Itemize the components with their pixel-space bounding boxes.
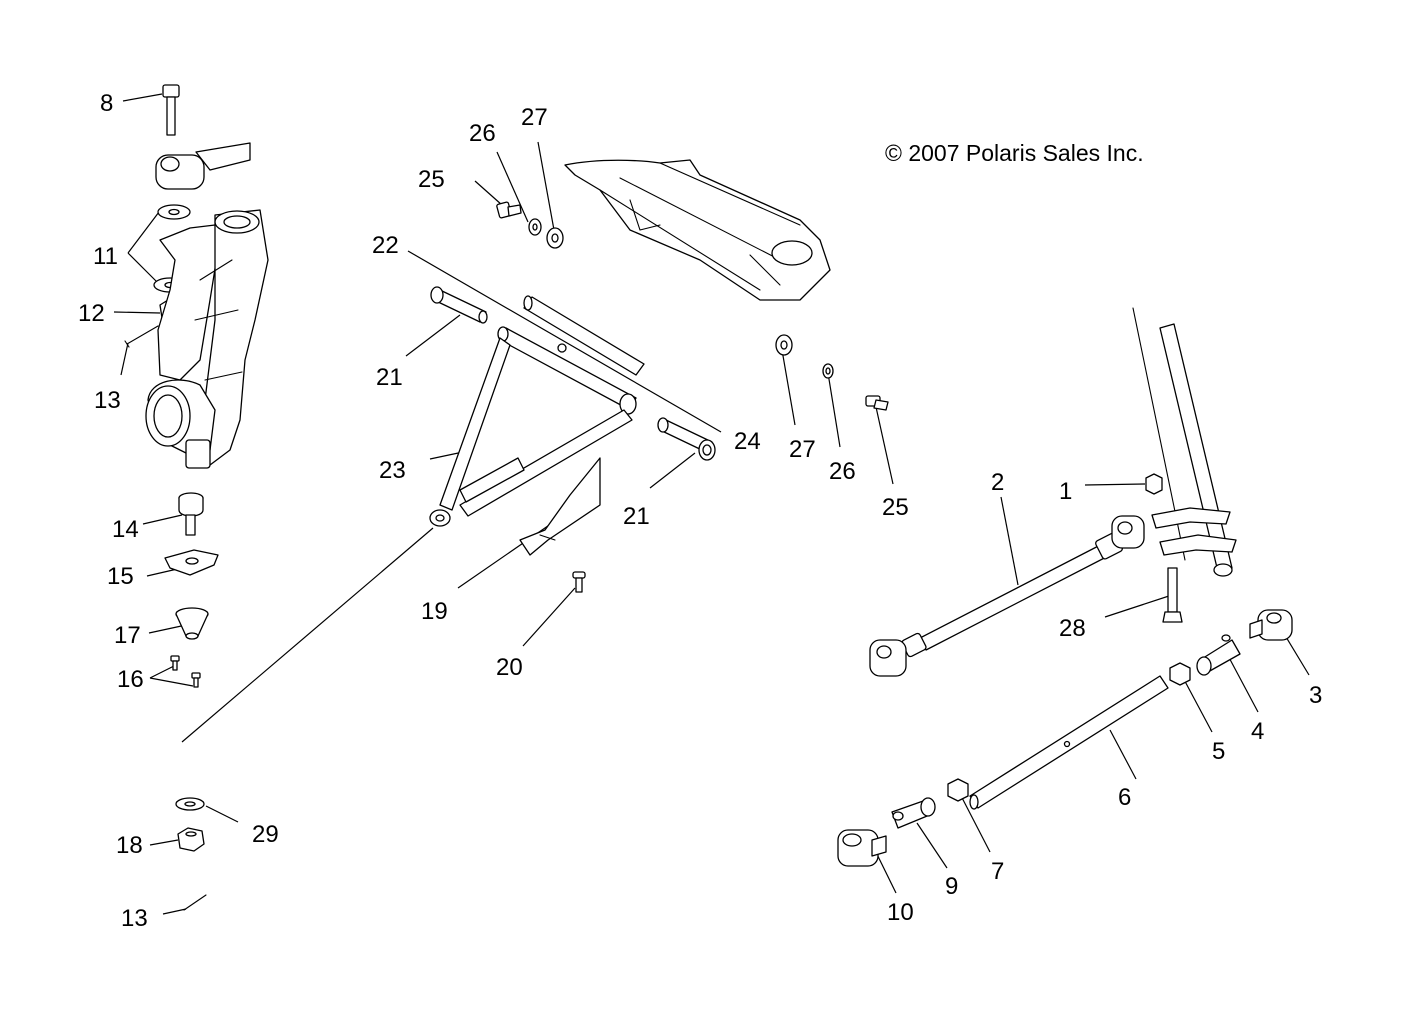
bolt-part-25-lower bbox=[865, 395, 889, 411]
flange-plate-part-15 bbox=[164, 549, 219, 576]
callout-16: 16 bbox=[117, 666, 144, 693]
callout-17: 17 bbox=[114, 622, 141, 649]
callout-26-lower: 26 bbox=[829, 458, 856, 485]
rod-end-upper-left bbox=[155, 142, 251, 190]
frame-section bbox=[564, 159, 831, 301]
rod-end-part-3 bbox=[1249, 609, 1293, 641]
steering-post bbox=[1132, 307, 1237, 577]
callout-6: 6 bbox=[1118, 784, 1131, 811]
callout-29: 29 bbox=[252, 821, 279, 848]
adapter-part-9 bbox=[891, 797, 936, 829]
a-arm-part-23 bbox=[429, 326, 637, 527]
nut-part-5 bbox=[1169, 662, 1191, 686]
nut-part-18 bbox=[177, 827, 205, 852]
bolt-part-28 bbox=[1162, 567, 1183, 623]
callout-13-lower: 13 bbox=[121, 905, 148, 932]
callout-18: 18 bbox=[116, 832, 143, 859]
callout-26-upper: 26 bbox=[469, 120, 496, 147]
washer-part-29 bbox=[175, 797, 205, 811]
callout-24: 24 bbox=[734, 428, 761, 455]
callout-27-upper: 27 bbox=[521, 104, 548, 131]
nut-part-1 bbox=[1145, 473, 1163, 495]
callout-25-lower: 25 bbox=[882, 494, 909, 521]
callout-3: 3 bbox=[1309, 682, 1322, 709]
callout-15: 15 bbox=[107, 563, 134, 590]
steering-knuckle bbox=[145, 209, 269, 469]
ball-joint-part-14 bbox=[178, 492, 204, 536]
bolt-part-25-upper bbox=[496, 201, 522, 219]
callout-8: 8 bbox=[100, 90, 113, 117]
cotter-pin-part-13-lower bbox=[183, 894, 207, 911]
washers-lower bbox=[775, 334, 834, 379]
tube-part-6 bbox=[969, 675, 1169, 810]
tie-rod-part-2 bbox=[869, 515, 1145, 677]
callout-11: 11 bbox=[93, 243, 118, 270]
callout-22: 22 bbox=[372, 232, 399, 259]
leader-lines bbox=[113, 93, 1310, 915]
callout-23: 23 bbox=[379, 457, 406, 484]
callout-4: 4 bbox=[1251, 718, 1264, 745]
copyright-notice: © 2007 Polaris Sales Inc. bbox=[885, 140, 1144, 166]
callout-14: 14 bbox=[112, 516, 139, 543]
callout-27-lower: 27 bbox=[789, 436, 816, 463]
boot-part-17 bbox=[175, 607, 209, 640]
callout-25-upper: 25 bbox=[418, 166, 445, 193]
callout-20: 20 bbox=[496, 654, 523, 681]
screws-part-16 bbox=[170, 655, 201, 688]
callout-21-upper: 21 bbox=[376, 364, 403, 391]
rod-end-part-10 bbox=[837, 829, 887, 867]
nut-part-7 bbox=[947, 778, 969, 802]
callout-1: 1 bbox=[1059, 478, 1072, 505]
callout-5: 5 bbox=[1212, 738, 1225, 765]
callout-28: 28 bbox=[1059, 615, 1086, 642]
callout-19: 19 bbox=[421, 598, 448, 625]
washers-upper bbox=[528, 218, 564, 249]
guard-part-19 bbox=[519, 457, 601, 556]
bolt-part-20 bbox=[572, 571, 586, 593]
callout-9: 9 bbox=[945, 873, 958, 900]
adapter-part-4 bbox=[1196, 634, 1241, 676]
callout-12: 12 bbox=[78, 300, 105, 327]
bushing-part-21-upper bbox=[430, 286, 488, 324]
callout-10: 10 bbox=[887, 899, 914, 926]
bolt-part-8 bbox=[162, 84, 180, 136]
bushing-part-21-lower bbox=[657, 417, 716, 461]
callout-2: 2 bbox=[991, 469, 1004, 496]
callout-7: 7 bbox=[991, 858, 1004, 885]
shaft-part-22 bbox=[523, 295, 645, 376]
callout-numbers: 1 2 3 4 5 6 7 8 9 10 11 12 13 13 14 15 1… bbox=[78, 90, 1322, 932]
callout-21-lower: 21 bbox=[623, 503, 650, 530]
callout-13-upper: 13 bbox=[94, 387, 121, 414]
cotter-pin-part-13 bbox=[124, 325, 159, 348]
